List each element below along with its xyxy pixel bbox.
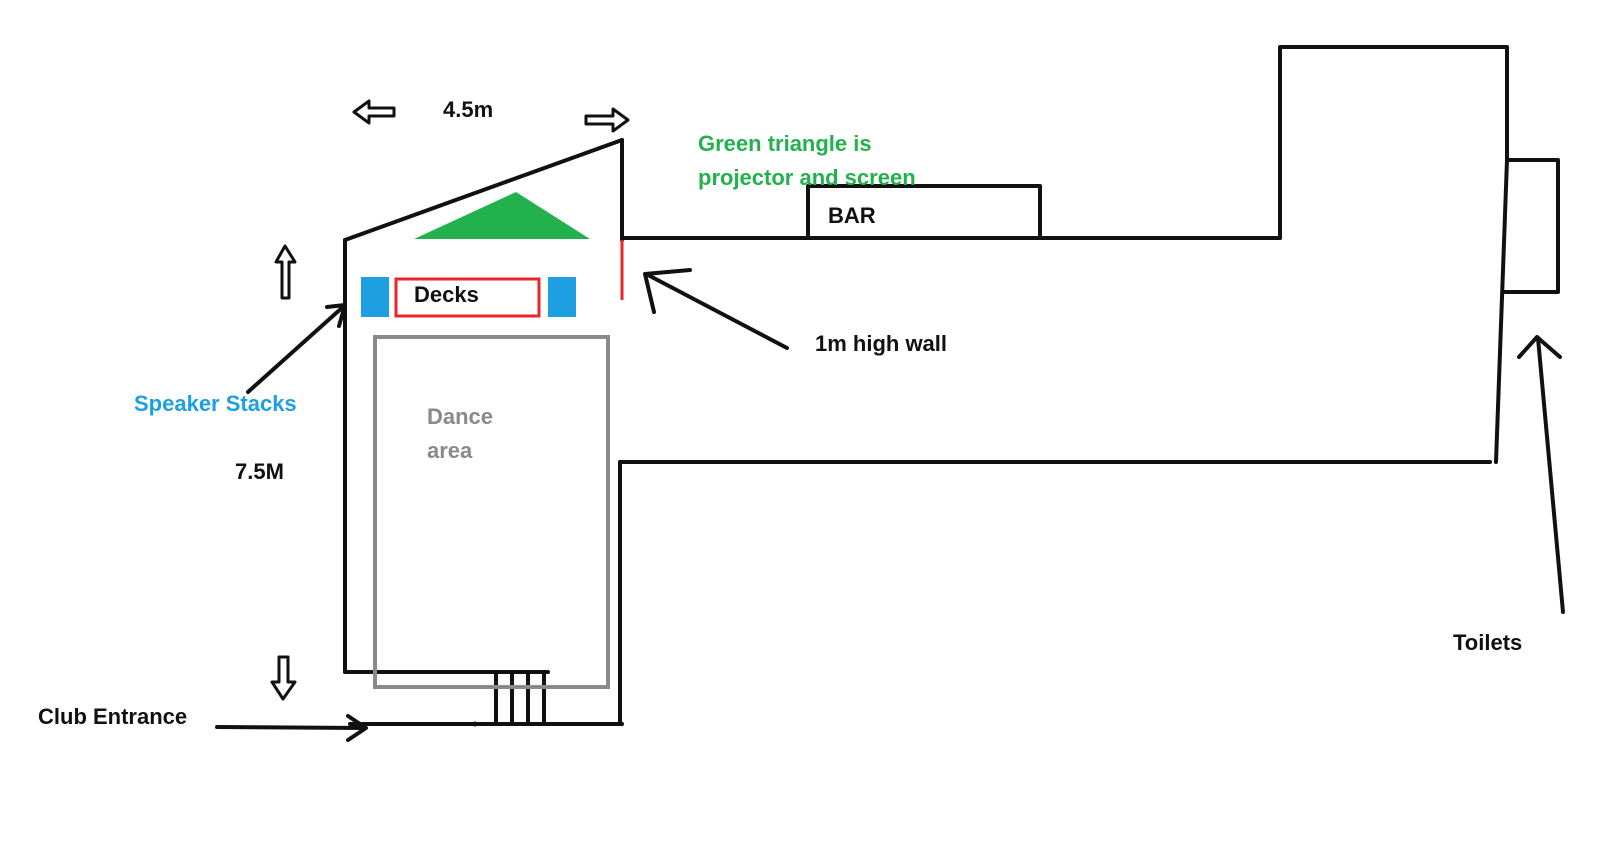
- right-arrow-icon: [584, 107, 630, 133]
- projector-note-line1: Green triangle is: [698, 131, 872, 156]
- decks-label: Decks: [414, 282, 479, 307]
- low-wall-arrow-head: [643, 268, 692, 314]
- width-dimension-label: 4.5m: [443, 97, 494, 122]
- dance-area-outline: [373, 335, 610, 689]
- toilets-arrow-head: [1517, 335, 1562, 359]
- speaker-stacks-label: Speaker Stacks: [134, 391, 297, 416]
- dance-area-label-line2: area: [427, 438, 473, 463]
- toilets-label: Toilets: [1453, 630, 1523, 655]
- speaker-arrow-head: [325, 303, 347, 328]
- dance-area-label-line1: Dance: [427, 404, 494, 429]
- upper-room-walls: [1278, 45, 1509, 240]
- down-arrow-icon: [270, 655, 297, 701]
- right-speaker-stack: [548, 277, 576, 317]
- slanted-top-wall: [343, 138, 624, 242]
- low-wall-label: 1m high wall: [815, 331, 948, 356]
- toilets-arrow: [1536, 336, 1565, 614]
- toilets-outline: [1501, 158, 1560, 294]
- projector-triangle: [414, 192, 590, 239]
- club-entrance-label: Club Entrance: [38, 704, 188, 729]
- entrance-arrow-head: [346, 714, 368, 742]
- bar-outline: [806, 184, 1042, 240]
- entrance-arrow: [215, 725, 366, 730]
- projector-note-line2: projector and screen: [698, 165, 916, 190]
- bar-label: BAR: [828, 203, 876, 228]
- up-arrow-icon: [274, 244, 297, 300]
- decks-outline: [394, 277, 541, 318]
- toilets-left-wall: [1494, 158, 1509, 464]
- height-dimension-label: 7.5M: [235, 459, 284, 484]
- entrance-dot: [472, 721, 478, 727]
- left-arrow-icon: [352, 99, 396, 125]
- speaker-arrow: [246, 304, 346, 394]
- left-speaker-stack: [361, 277, 389, 317]
- low-wall-arrow: [646, 273, 789, 350]
